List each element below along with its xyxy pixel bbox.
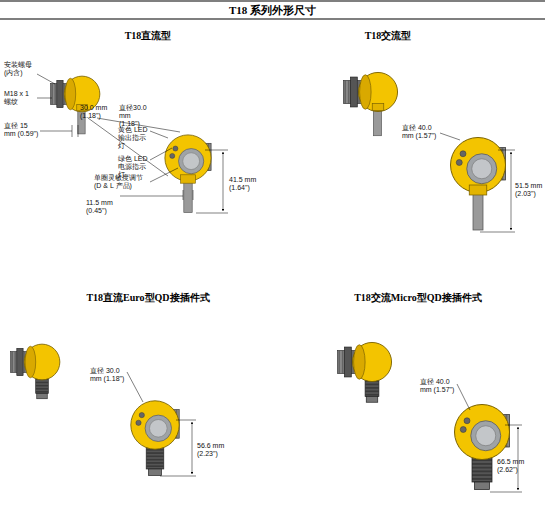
dimension-label: 黄色 LED 输出指示灯	[118, 126, 150, 150]
dimension-label: 51.5 mm (2.03")	[515, 182, 543, 198]
section-title: T18 系列外形尺寸	[0, 3, 545, 18]
dimension-label: 直径30.0 mm (1.18")	[119, 104, 153, 128]
dimension-label: 直径 30.0 mm (1.18")	[90, 367, 128, 383]
dimension-label: 单圈灵敏度调节 (D & L 产品)	[94, 174, 150, 190]
dimension-label: 安装螺母 (内含)	[4, 61, 36, 77]
dimension-label: 30.0 mm (1.18")	[80, 104, 114, 120]
dimension-label: 直径 15 mm (0.59")	[4, 122, 40, 138]
dimension-label: 41.5 mm (1.64")	[229, 176, 263, 192]
dimension-label: 66.5 mm (2.62")	[497, 458, 533, 474]
dimension-label: 直径 40.0 mm (1.57")	[420, 378, 458, 394]
panel-heading: T18直流型	[125, 29, 172, 43]
dimension-label: 直径 40.0 mm (1.57")	[402, 124, 440, 140]
panel-heading: T18交流型	[365, 29, 412, 43]
panel-heading: T18直流Euro型QD接插件式	[86, 291, 209, 305]
panel-heading: T18交流Micro型QD接插件式	[354, 291, 482, 305]
dimension-label: 11.5 mm (0.45")	[86, 199, 120, 215]
dimension-label: M18 x 1 螺纹	[4, 90, 36, 106]
dimension-label: 56.6 mm (2.23")	[197, 442, 231, 458]
